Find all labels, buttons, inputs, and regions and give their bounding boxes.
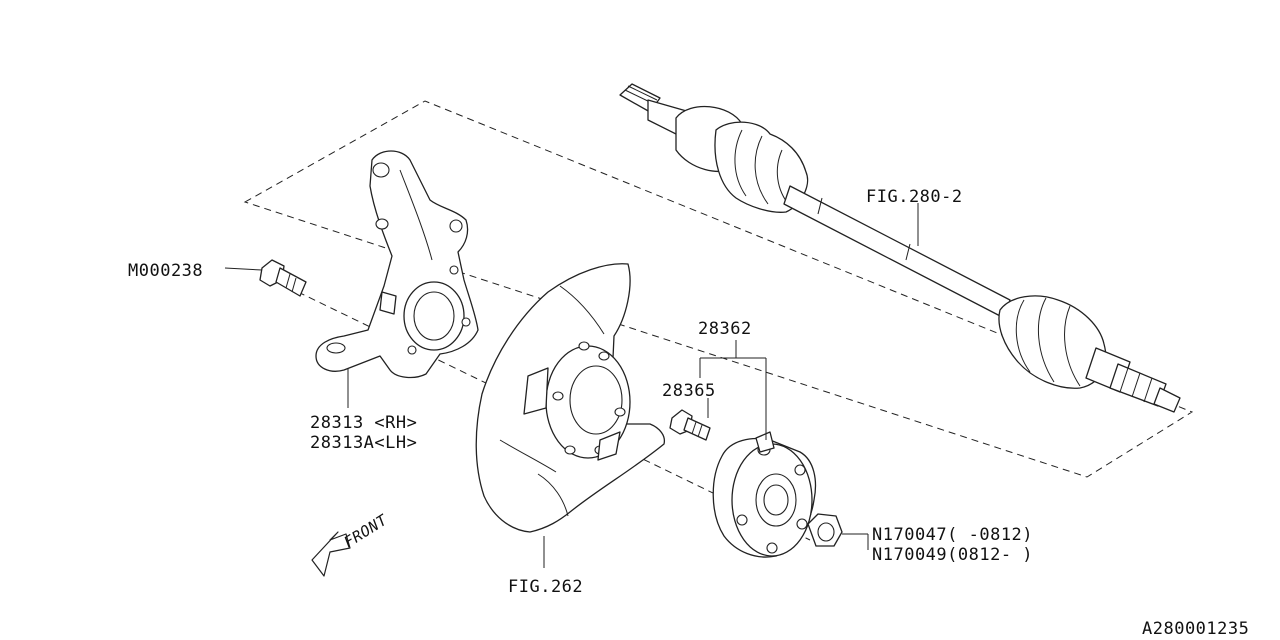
label-n170049[interactable]: N170049(0812- )	[872, 545, 1033, 565]
hub-unit[interactable]	[712, 431, 817, 558]
diagram-id: A280001235	[1142, 619, 1249, 639]
label-n170047[interactable]: N170047( -0812)	[872, 525, 1033, 545]
axle-nut[interactable]	[807, 513, 843, 547]
disc-cover[interactable]	[475, 263, 666, 533]
label-28362[interactable]: 28362	[698, 319, 752, 339]
leader-nut	[842, 533, 869, 550]
steering-knuckle[interactable]	[315, 150, 479, 379]
drive-shaft[interactable]	[619, 83, 1181, 413]
label-fig-262[interactable]: FIG.262	[508, 577, 583, 597]
leader-m000238	[224, 267, 263, 271]
label-m000238[interactable]: M000238	[128, 261, 203, 281]
front-arrow-icon	[311, 531, 351, 577]
label-28313-rh[interactable]: 28313 <RH>	[310, 413, 417, 433]
hub-bolt-28365[interactable]	[669, 409, 711, 441]
bolt-m000238[interactable]	[259, 259, 307, 297]
leader-28362	[699, 340, 767, 440]
assembly-outline	[243, 100, 1194, 478]
label-28365[interactable]: 28365	[662, 381, 716, 401]
label-28313a-lh[interactable]: 28313A<LH>	[310, 433, 417, 453]
label-front: FRONT	[341, 511, 391, 552]
label-fig-280-2[interactable]: FIG.280-2	[866, 187, 963, 207]
